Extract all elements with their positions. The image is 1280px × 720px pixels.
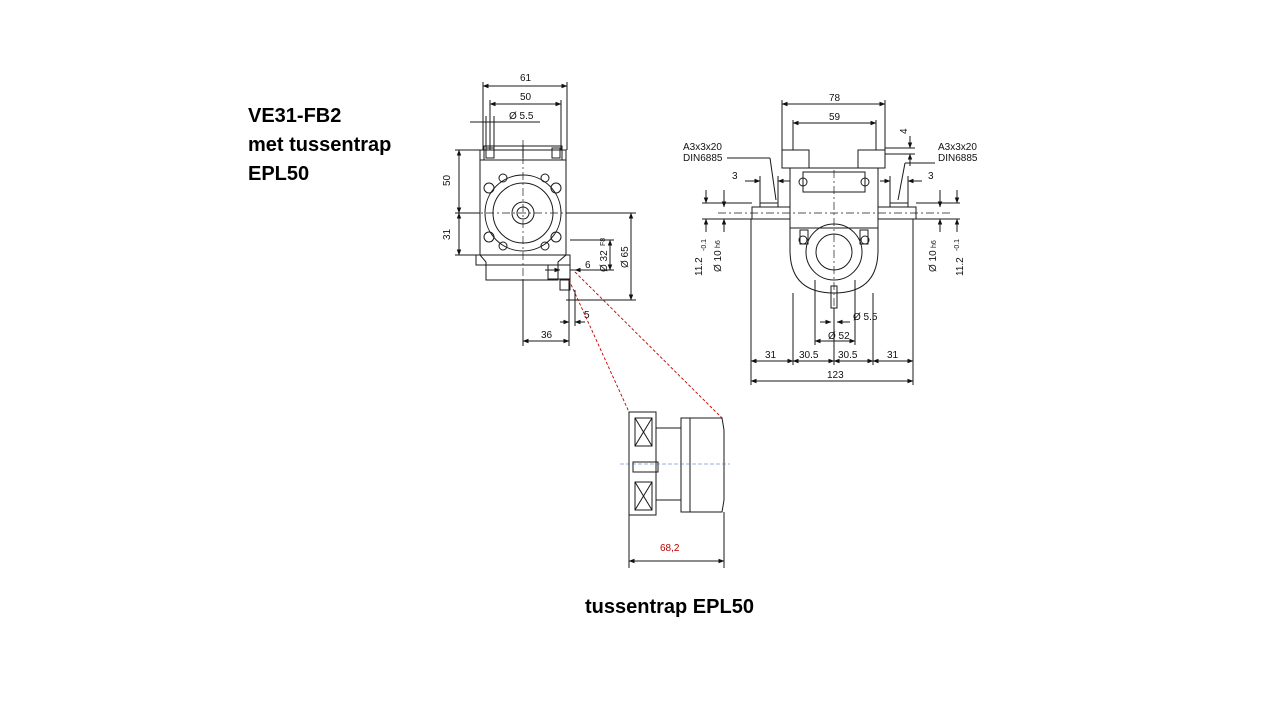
dim-30-5-b: 30.5 [838, 350, 858, 361]
dim-10-left: Ø 10 [713, 250, 724, 272]
dim-52: Ø 52 [828, 331, 850, 342]
side-view-labels: 61 50 Ø 5.5 50 31 Ø 32 F8 Ø 65 6 5 36 [442, 73, 631, 341]
dim-10-right: Ø 10 [928, 250, 939, 272]
dim-32: Ø 32 [599, 250, 610, 272]
dim-4: 4 [899, 128, 910, 134]
dim-61: 61 [520, 73, 532, 84]
key-left-label: A3x3x20 [683, 142, 722, 153]
key-right-label: A3x3x20 [938, 142, 977, 153]
dim-30-5-a: 30.5 [799, 350, 819, 361]
dim-65: Ø 65 [620, 246, 631, 268]
dim-11-2-right: 11.2 [955, 257, 966, 276]
dim-3-right: 3 [928, 171, 934, 182]
dim-123: 123 [827, 370, 844, 381]
din-left-label: DIN6885 [683, 153, 723, 164]
dim-11-2-left: 11.2 [694, 257, 705, 276]
dim-31-left: 31 [442, 228, 453, 240]
dim-5-5: Ø 5.5 [509, 111, 534, 122]
dim-31-a: 31 [765, 350, 777, 361]
dim-50-left: 50 [442, 174, 453, 186]
dim-11-2-left-tolerance: -0.1 [701, 239, 708, 251]
title-block: VE31-FB2 met tussentrap EPL50 [248, 102, 391, 189]
dim-32-tolerance: F8 [600, 238, 607, 246]
dim-59: 59 [829, 112, 841, 123]
detail-caption: tussentrap EPL50 [585, 596, 754, 618]
front-view-labels: 78 59 4 A3x3x20 DIN6885 A3x3x20 DIN6885 … [683, 93, 978, 381]
title-line-2: met tussentrap [248, 134, 392, 156]
dim-36: 36 [541, 330, 553, 341]
din-right-label: DIN6885 [938, 153, 978, 164]
title-line-1: VE31-FB2 [248, 105, 342, 127]
detail-view [620, 411, 730, 568]
detail-leader-lines [568, 271, 723, 419]
dim-50-top: 50 [520, 92, 532, 103]
dim-68-2: 68,2 [660, 543, 680, 554]
dim-5-5-front: Ø 5.5 [853, 312, 878, 323]
dim-3-left: 3 [732, 171, 738, 182]
dim-11-2-right-tolerance: -0.1 [954, 239, 961, 251]
dim-6: 6 [585, 260, 591, 271]
dim-10-right-tolerance: h6 [931, 240, 938, 248]
dim-31-b: 31 [887, 350, 899, 361]
dim-5: 5 [584, 310, 590, 321]
dim-78: 78 [829, 93, 841, 104]
title-line-3: EPL50 [248, 163, 310, 185]
side-view [455, 82, 636, 346]
dim-10-left-tolerance: h6 [715, 240, 722, 248]
front-view [702, 100, 960, 385]
